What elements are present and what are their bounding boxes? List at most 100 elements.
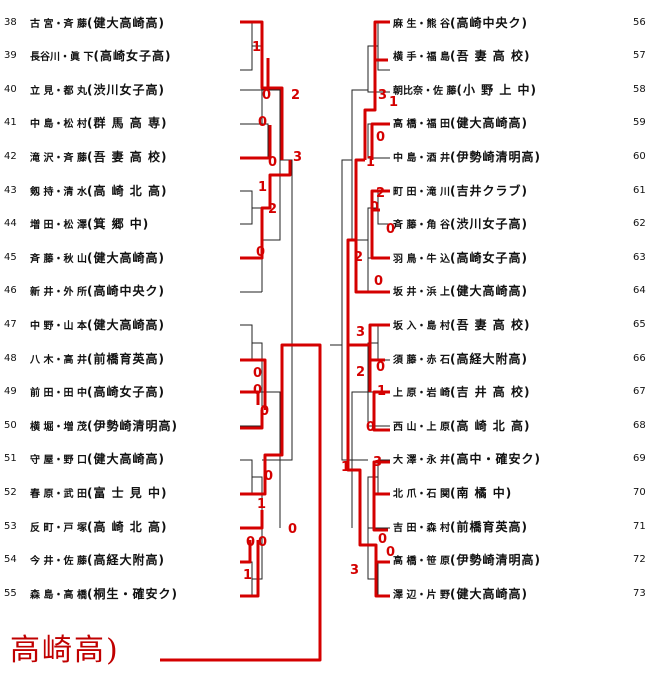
- entry-players: 朝比奈・佐 藤: [393, 85, 457, 97]
- entry-row-65: 坂 入・島 村(吾 妻 高 校)65: [393, 313, 646, 335]
- red-win-line-26: [372, 494, 388, 532]
- entry-number: 39: [4, 50, 17, 62]
- red-win-line-7: [240, 410, 264, 430]
- entry-players: 町 田・滝 川: [393, 186, 450, 198]
- entry-number: 61: [633, 184, 646, 196]
- score-mark: 3: [356, 325, 366, 340]
- red-win-line-15: [370, 122, 390, 160]
- entry-school: (吉 井 高 校): [449, 385, 531, 400]
- red-win-line-27: [374, 560, 390, 598]
- score-mark: 3: [373, 455, 383, 470]
- entry-school: (高 崎 北 高): [86, 183, 168, 198]
- entry-number: 63: [633, 251, 646, 263]
- entry-number: 44: [4, 218, 17, 230]
- score-mark: 0: [376, 130, 386, 145]
- black-line-left-9: [240, 459, 253, 495]
- black-line-left-6: [240, 324, 253, 361]
- entry-school: (小 野 上 中): [456, 82, 537, 97]
- entry-school: (伊勢崎清明高): [449, 553, 541, 568]
- score-mark: 2: [376, 186, 386, 201]
- entry-number: 71: [633, 520, 646, 532]
- red-win-line-8: [240, 470, 267, 496]
- score-mark: 2: [354, 250, 364, 265]
- red-win-line-2: [240, 125, 272, 160]
- entry-number: 58: [633, 83, 646, 95]
- entry-school: (富 士 見 中): [86, 485, 168, 500]
- entry-school: (桐生・確安ク): [86, 586, 178, 601]
- entry-players: 滝 沢・斉 藤: [30, 152, 87, 164]
- entry-school: (南 橘 中): [449, 485, 513, 500]
- entry-school: (伊勢崎清明高): [86, 418, 178, 433]
- entry-number: 53: [4, 520, 17, 532]
- entry-players: 立 見・都 丸: [30, 85, 87, 97]
- red-win-line-21: [368, 323, 390, 362]
- entry-school: (渋川女子高): [449, 217, 528, 232]
- entry-players: 吉 田・森 村: [393, 522, 450, 534]
- entry-players: 横 手・福 島: [393, 52, 450, 64]
- score-mark: 0: [258, 535, 268, 550]
- score-mark: 0: [386, 222, 396, 237]
- entry-number: 60: [633, 150, 646, 162]
- entry-row-70: 北 爪・石 関(南 橘 中)70: [393, 481, 646, 503]
- entry-school: (健大高崎高): [449, 116, 528, 131]
- entry-players: 反 町・戸 塚: [30, 522, 87, 534]
- black-line-right-15: [351, 391, 368, 528]
- red-win-line-14: [363, 60, 377, 160]
- red-win-line-22: [372, 390, 390, 432]
- entry-players: 中 島・松 村: [30, 119, 87, 131]
- score-mark: 0: [376, 360, 386, 375]
- entry-school: (高経大附高): [86, 553, 165, 568]
- entry-number: 68: [633, 419, 646, 431]
- entry-number: 43: [4, 184, 17, 196]
- red-win-line-28: [346, 345, 378, 562]
- entry-school: (前橋育英高): [86, 351, 165, 366]
- entry-school: (健大高崎高): [449, 586, 528, 601]
- entry-school: (吾 妻 高 校): [449, 49, 531, 64]
- score-mark: 0: [386, 545, 396, 560]
- entry-players: 高 橋・福 田: [393, 119, 450, 131]
- entry-players: 斉 藤・角 谷: [393, 220, 450, 232]
- score-mark: 0: [264, 469, 274, 484]
- red-win-line-9: [240, 510, 264, 530]
- entry-school: (伊勢崎清明高): [449, 149, 541, 164]
- score-mark: 0: [256, 245, 266, 260]
- score-mark: 0: [378, 532, 388, 547]
- entry-players: 古 宮・斉 藤: [30, 18, 87, 30]
- score-mark: 1: [341, 460, 351, 475]
- entry-number: 56: [633, 16, 646, 28]
- red-win-line-19: [354, 158, 365, 240]
- entry-players: 中 野・山 本: [30, 320, 87, 332]
- entry-players: 八 木・高 井: [30, 354, 87, 366]
- entry-row-56: 麻 生・熊 谷(高崎中央ク)56: [393, 11, 646, 33]
- score-mark: 0: [262, 88, 272, 103]
- entry-row-69: 大 澤・永 井(高中・確安ク)69: [393, 448, 646, 470]
- entry-players: 麻 生・熊 谷: [393, 18, 450, 30]
- entry-school: (高崎中央ク): [86, 284, 165, 299]
- entry-school: (高中・確安ク): [449, 452, 541, 467]
- entry-school: (吾 妻 高 校): [86, 149, 168, 164]
- entry-players: 大 澤・永 井: [393, 455, 450, 467]
- score-mark: 0: [246, 535, 256, 550]
- black-line-left-5: [240, 232, 263, 293]
- entry-players: 高 橋・笹 原: [393, 556, 450, 568]
- score-mark: 0: [260, 404, 270, 419]
- score-mark: 3: [350, 563, 360, 578]
- red-win-line-17: [370, 210, 390, 260]
- entry-players: 坂 入・島 村: [393, 320, 450, 332]
- entry-number: 64: [633, 285, 646, 297]
- entry-row-61: 町 田・滝 川(吉井クラブ)61: [393, 179, 646, 201]
- red-win-line-20: [346, 238, 356, 345]
- black-line-right-14: [341, 159, 368, 461]
- black-line-left-12: [252, 528, 263, 580]
